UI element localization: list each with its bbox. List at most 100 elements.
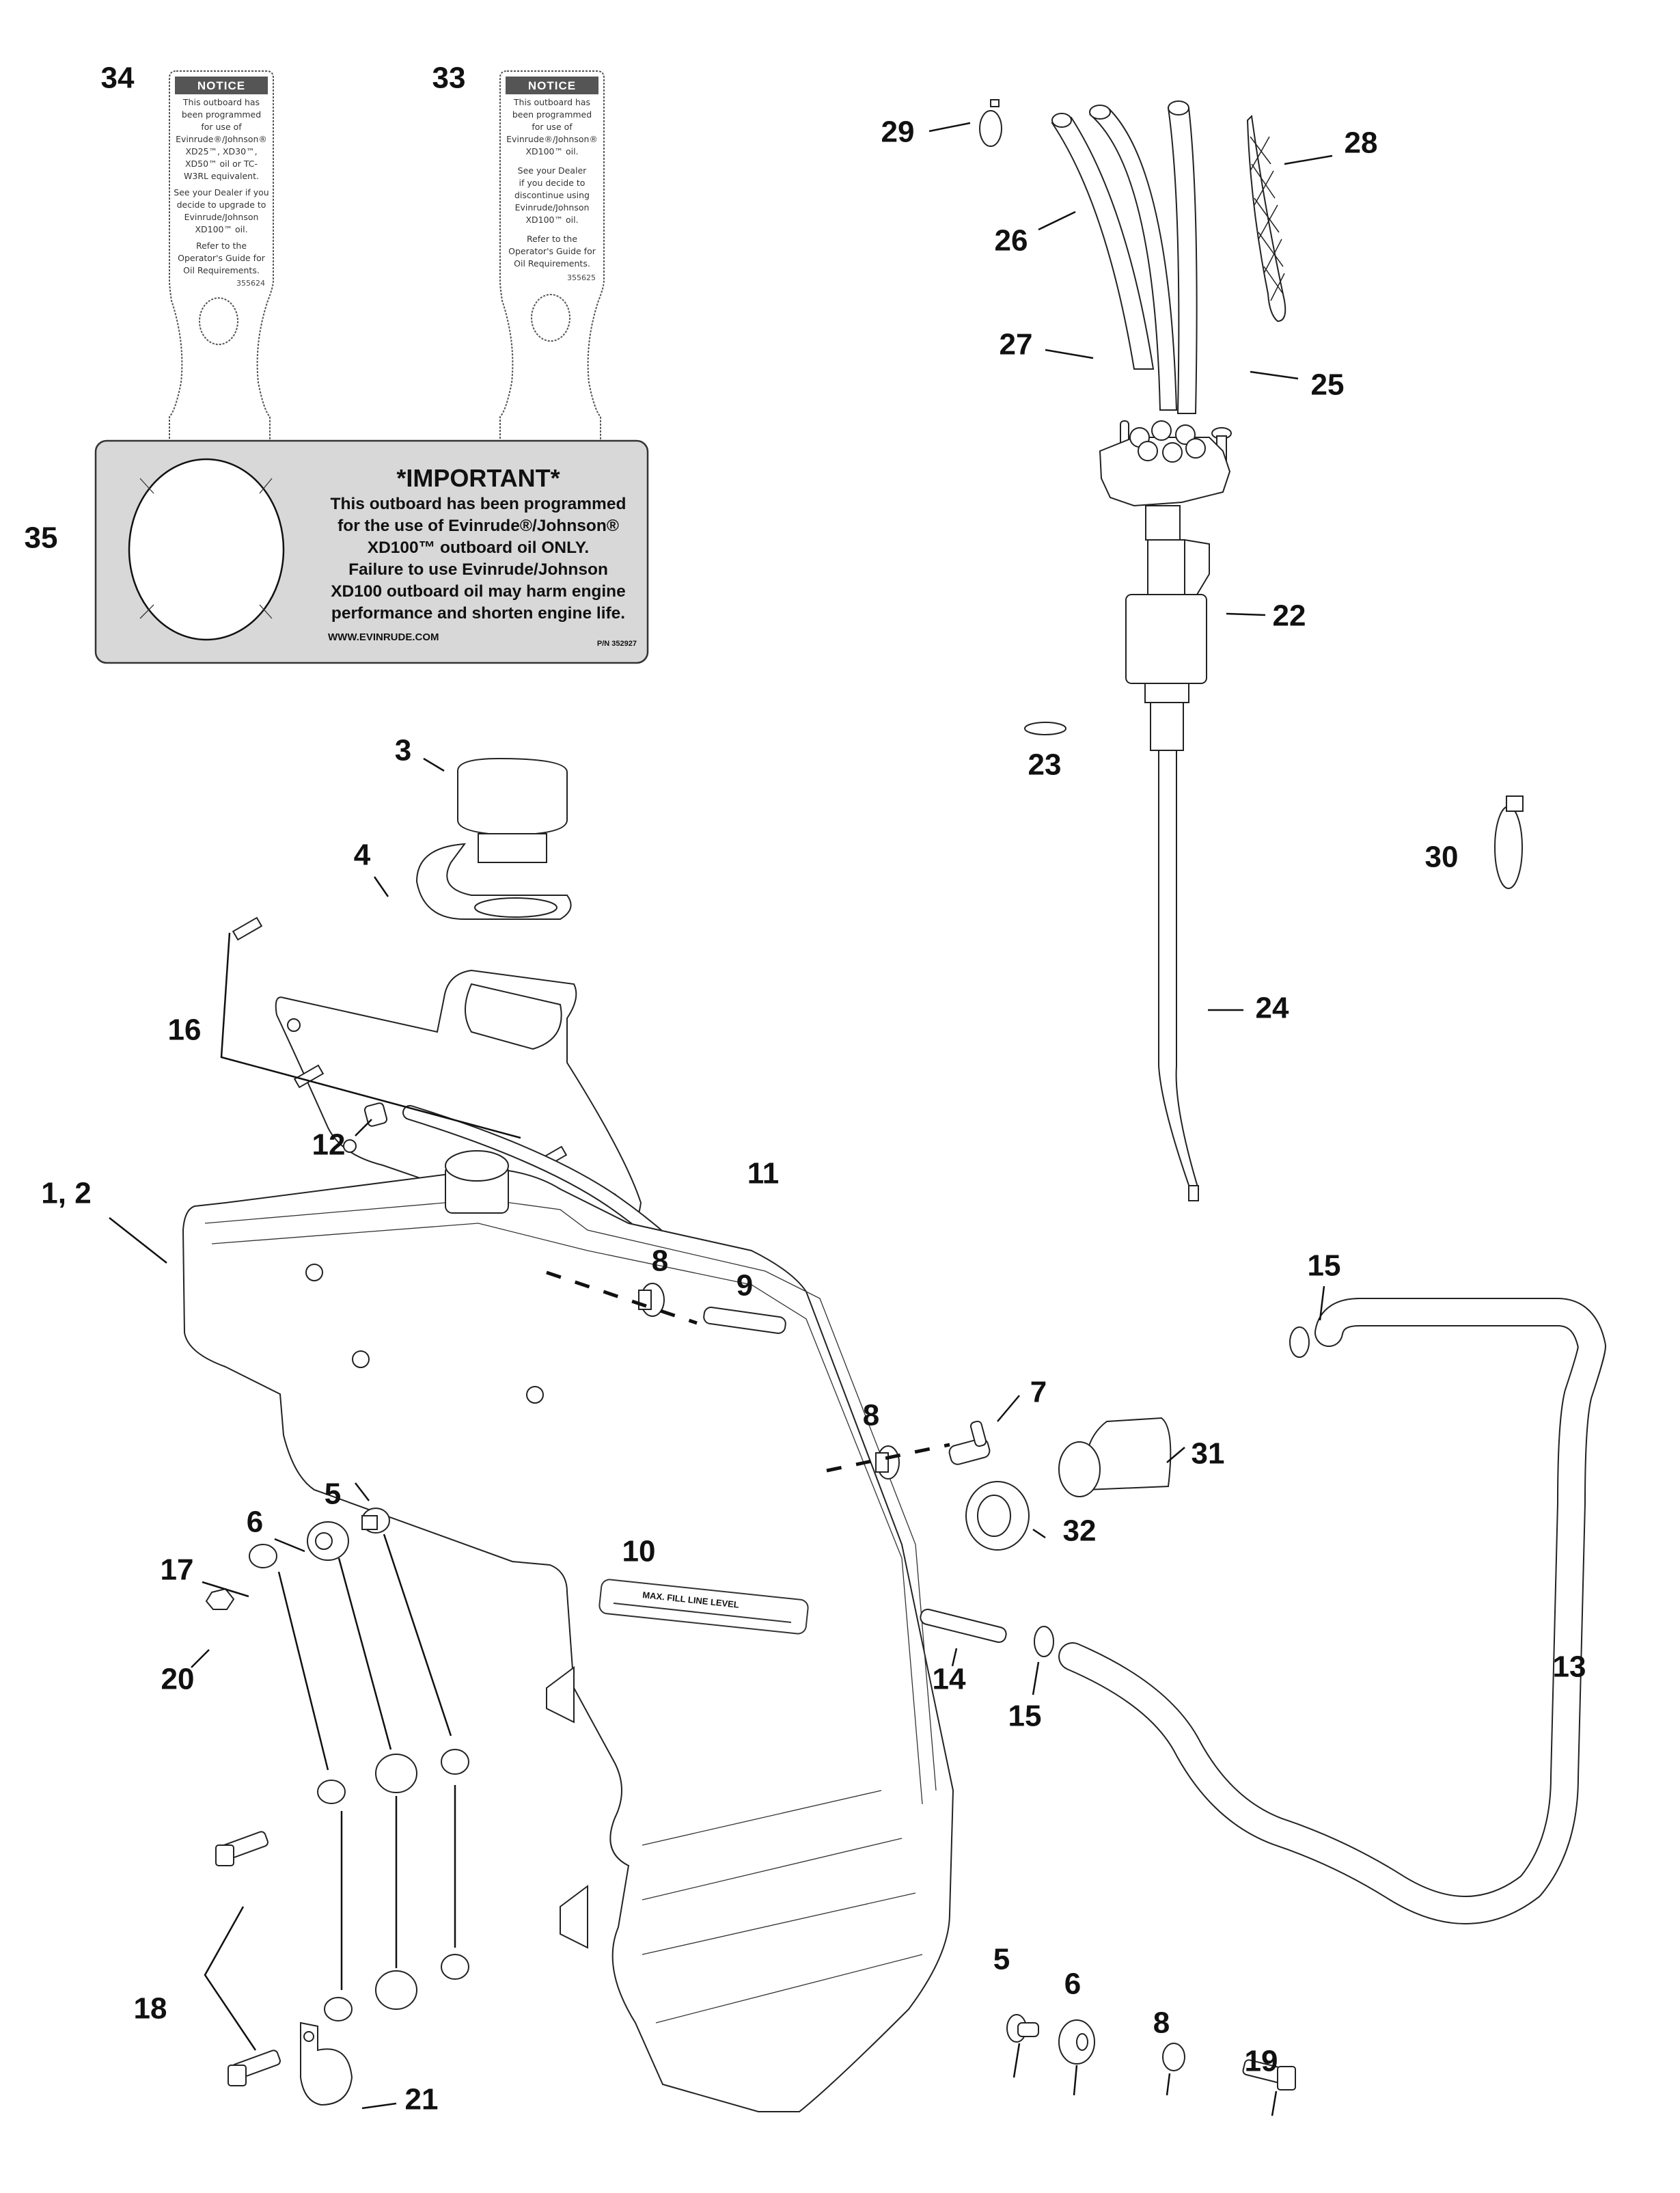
callout-8-low[interactable]: 8 xyxy=(1153,2006,1170,2040)
seal-23[interactable] xyxy=(1024,722,1066,735)
oil-hose-13[interactable] xyxy=(1058,1298,1606,1924)
pickup-24-tip xyxy=(1188,1185,1199,1201)
barb-fitting-14[interactable] xyxy=(919,1608,1008,1644)
notice-tag-33[interactable]: NOTICE This outboard has been programmed… xyxy=(499,70,605,487)
callout-32[interactable]: 32 xyxy=(1063,1514,1097,1548)
callout-30[interactable]: 30 xyxy=(1425,841,1459,874)
callout-27[interactable]: 27 xyxy=(1000,328,1033,362)
cutout-tick xyxy=(259,478,273,494)
callout-19[interactable]: 19 xyxy=(1245,2045,1278,2078)
callout-10[interactable]: 10 xyxy=(622,1535,656,1568)
callout-5-left[interactable]: 5 xyxy=(325,1477,341,1511)
washer-8-low[interactable] xyxy=(1162,2043,1185,2071)
tag-34-line: for use of xyxy=(201,122,242,132)
washer-17-ring xyxy=(324,1997,353,2021)
callout-6-left[interactable]: 6 xyxy=(247,1506,263,1539)
grommet-8-mid[interactable] xyxy=(875,1445,900,1480)
hoses-26[interactable] xyxy=(1051,100,1198,414)
callout-22[interactable]: 22 xyxy=(1273,599,1306,633)
washer-17-top[interactable] xyxy=(249,1544,277,1568)
callout-14[interactable]: 14 xyxy=(933,1663,966,1696)
callout-35[interactable]: 35 xyxy=(25,521,58,555)
grommet-6-body xyxy=(375,1970,417,2010)
important-decal-35[interactable]: *IMPORTANT* This outboard has been progr… xyxy=(94,439,649,664)
oil-tank-1-2[interactable] xyxy=(182,1150,954,2112)
bushing-5-left-low[interactable] xyxy=(441,1954,469,1980)
callout-4[interactable]: 4 xyxy=(354,839,371,872)
callout-18[interactable]: 18 xyxy=(134,1992,167,2026)
clamp-15-top[interactable] xyxy=(1289,1326,1310,1358)
hose-clamp-29[interactable] xyxy=(979,99,1002,147)
callout-26[interactable]: 26 xyxy=(995,224,1028,258)
leader-12 xyxy=(355,1119,372,1136)
notice-tag-34[interactable]: NOTICE This outboard has been programmed… xyxy=(169,70,274,487)
grommet-32[interactable] xyxy=(965,1481,1030,1551)
callout-3[interactable]: 3 xyxy=(395,734,411,767)
grommet-8-top[interactable] xyxy=(638,1283,665,1317)
fitting-31[interactable] xyxy=(1058,1417,1172,1497)
mesh-sleeve-28[interactable] xyxy=(1246,114,1286,323)
p-clip-21[interactable] xyxy=(300,2021,353,2106)
callout-31[interactable]: 31 xyxy=(1192,1437,1225,1471)
bushing-5-right[interactable] xyxy=(1006,2014,1039,2043)
grommet-6-left-mid[interactable] xyxy=(375,1754,417,1793)
callout-9[interactable]: 9 xyxy=(736,1269,753,1303)
callout-13[interactable]: 13 xyxy=(1553,1650,1586,1684)
washer-17-mid[interactable] xyxy=(317,1780,346,1804)
callout-23[interactable]: 23 xyxy=(1028,748,1062,782)
bushing-5-body xyxy=(1017,2022,1039,2037)
grommet-6-left-low[interactable] xyxy=(375,1970,417,2010)
callout-33[interactable]: 33 xyxy=(432,62,466,95)
oil-pump-22[interactable] xyxy=(1099,420,1231,751)
bolt-19[interactable] xyxy=(1242,2059,1296,2090)
callout-12[interactable]: 12 xyxy=(312,1128,346,1162)
callout-34[interactable]: 34 xyxy=(101,62,135,95)
pickup-tube-24[interactable] xyxy=(1158,750,1200,1201)
callout-1-2[interactable]: 1, 2 xyxy=(41,1177,91,1210)
elbow-fitting-7[interactable] xyxy=(948,1420,991,1466)
fitting-9-body xyxy=(703,1307,786,1334)
leader-26 xyxy=(1038,210,1076,231)
callout-7[interactable]: 7 xyxy=(1030,1376,1047,1409)
cable-tie-30[interactable] xyxy=(1494,795,1524,889)
barb-fitting-9[interactable] xyxy=(703,1307,786,1334)
bolt-18-lower[interactable] xyxy=(228,2049,281,2086)
clamp-29-ring xyxy=(979,110,1002,147)
callout-6-right[interactable]: 6 xyxy=(1064,1967,1081,2001)
bushing-5-left-mid[interactable] xyxy=(441,1749,469,1775)
callout-25[interactable]: 25 xyxy=(1311,368,1345,402)
callout-8-top[interactable]: 8 xyxy=(652,1244,668,1278)
screws-16[interactable] xyxy=(232,916,568,1170)
bolt-18-upper[interactable] xyxy=(215,1831,269,1866)
callout-21[interactable]: 21 xyxy=(405,2083,439,2116)
bushing-5-left-top[interactable] xyxy=(361,1508,390,1534)
cutout-tick xyxy=(139,478,154,494)
nut-20[interactable] xyxy=(205,1588,235,1610)
callout-15-low[interactable]: 15 xyxy=(1008,1700,1042,1733)
tank-hook xyxy=(546,1666,575,1724)
grommet-6-right[interactable] xyxy=(1058,2019,1095,2065)
callout-29[interactable]: 29 xyxy=(881,115,915,149)
callout-8-mid[interactable]: 8 xyxy=(863,1399,879,1432)
washer-8-ring xyxy=(1162,2043,1185,2071)
washer-17-low[interactable] xyxy=(324,1997,353,2021)
callout-24[interactable]: 24 xyxy=(1256,992,1289,1025)
max-fill-decal-frame xyxy=(598,1579,809,1635)
clamp-15-low[interactable] xyxy=(1034,1626,1054,1657)
fill-cap-3[interactable] xyxy=(415,757,572,920)
leader-29 xyxy=(928,122,971,133)
callout-20[interactable]: 20 xyxy=(161,1663,195,1696)
callout-5-right[interactable]: 5 xyxy=(993,1943,1010,1976)
callout-16[interactable]: 16 xyxy=(168,1013,202,1047)
pump-22-port xyxy=(1138,441,1158,461)
tank-mount-boss xyxy=(352,1350,370,1368)
leader-8-low xyxy=(1166,2073,1171,2096)
callout-17[interactable]: 17 xyxy=(161,1553,194,1587)
callout-11[interactable]: 11 xyxy=(747,1157,780,1190)
grommet-6-left-top[interactable] xyxy=(307,1521,349,1561)
bushing-5-body xyxy=(361,1515,378,1530)
callout-28[interactable]: 28 xyxy=(1345,126,1378,160)
leader-27 xyxy=(1045,349,1094,359)
callout-15-top[interactable]: 15 xyxy=(1308,1249,1341,1283)
